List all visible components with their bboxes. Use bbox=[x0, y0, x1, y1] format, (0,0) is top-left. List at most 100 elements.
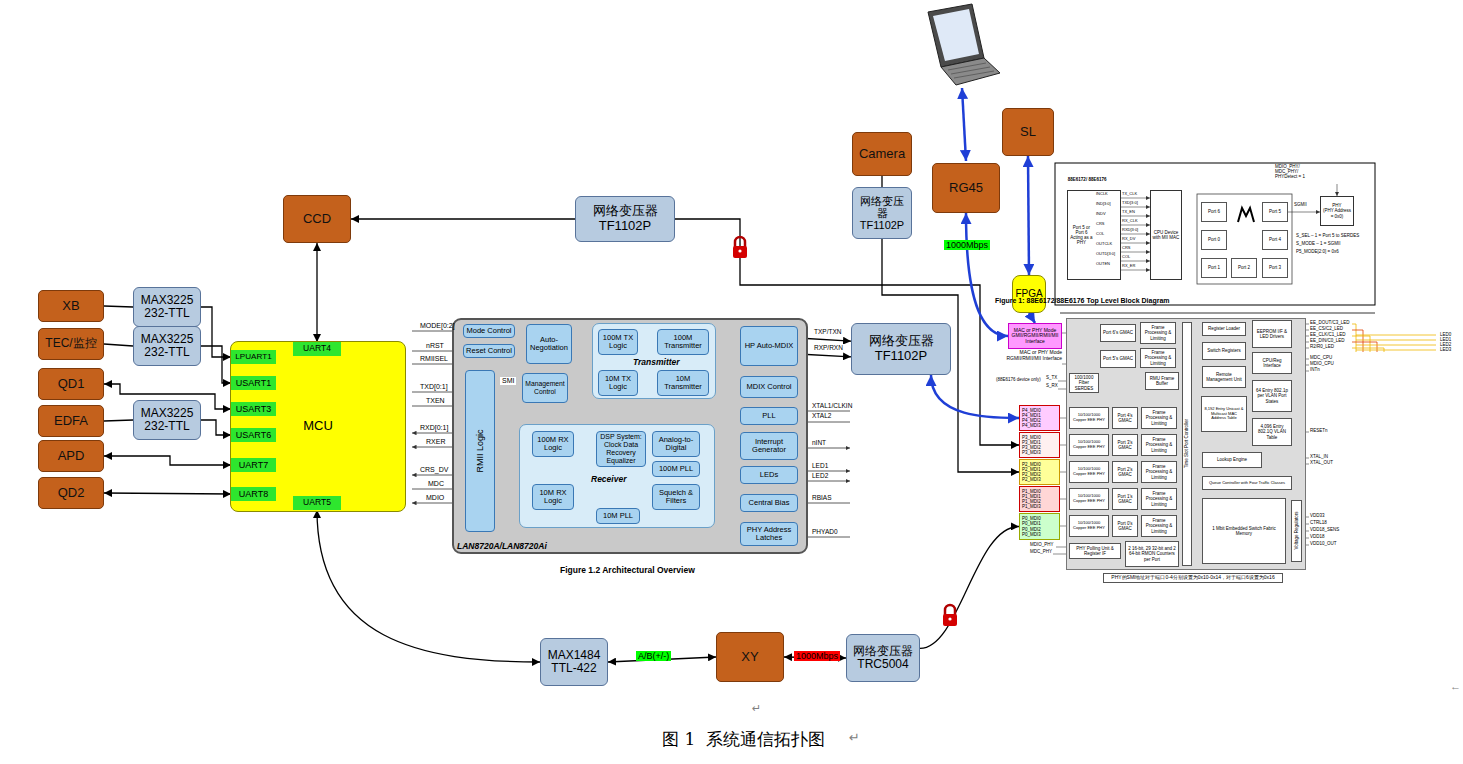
node-text: 网络变压器 TF1102P bbox=[854, 334, 948, 363]
function-block: 100M PLL bbox=[652, 461, 700, 477]
node-text: 100/1000 Fiber SERDES bbox=[1071, 375, 1097, 390]
interface-box: 网络变压器 TF1102P bbox=[852, 187, 912, 239]
node-text: APD bbox=[58, 449, 85, 464]
node-text: P0_MDI1 bbox=[1022, 521, 1041, 526]
node-text: Port 0's GMAC bbox=[1114, 521, 1136, 531]
function-block: 10M PLL bbox=[596, 508, 640, 524]
switch-block: Register Loader bbox=[1202, 322, 1246, 336]
node-text: Port 2 bbox=[1238, 265, 1250, 270]
switch-block: Frame Processing & Limiting bbox=[1140, 322, 1176, 344]
port-tag: UART8 bbox=[231, 487, 276, 501]
node-text: Frame Processing & Limiting bbox=[1143, 491, 1175, 506]
node-text: UART5 bbox=[303, 498, 331, 508]
edge-label: TXP/TXN bbox=[812, 328, 843, 335]
signal-line bbox=[1356, 345, 1436, 346]
interface-box: 网络变压器 TRC5004 bbox=[846, 634, 920, 682]
connector bbox=[104, 456, 231, 465]
node-text: Squelch & Filters bbox=[654, 489, 698, 506]
node-text: P1_MDI2 bbox=[1022, 499, 1041, 504]
switch-block: 100/1000 Fiber SERDES bbox=[1069, 373, 1099, 393]
node-text: USART3 bbox=[236, 404, 271, 414]
function-block: MDIX Control bbox=[740, 376, 798, 398]
device-box: QD1 bbox=[38, 368, 104, 400]
signal-line bbox=[1120, 234, 1150, 235]
node-text: CCD bbox=[303, 212, 331, 227]
node-text: MDIX Control bbox=[746, 383, 791, 391]
node-text: Auto-Negotiation bbox=[528, 336, 570, 353]
node-text: 100M Transmitter bbox=[659, 334, 707, 351]
node-text: P4_MDI0 bbox=[1022, 408, 1041, 413]
node-text: Register Loader bbox=[1208, 326, 1240, 331]
signal-label: CTRL18 bbox=[1310, 521, 1327, 526]
switch-block: Port 0 bbox=[1201, 230, 1227, 250]
device-box: RG45 bbox=[932, 163, 1000, 213]
switch-block: 10/100/1000 Copper EEE PHY bbox=[1069, 488, 1109, 510]
connector bbox=[104, 420, 133, 421]
signal-label: INDV bbox=[1096, 212, 1106, 216]
node-text: PLL bbox=[762, 412, 775, 420]
signal-label: TXEN bbox=[426, 397, 445, 405]
node-text: TEC/监控 bbox=[45, 337, 96, 350]
switch-block: Frame Processing & Limiting bbox=[1141, 461, 1177, 483]
switch-chip: Figure 1: 88E6172/88E6176 Top Level Bloc… bbox=[1066, 318, 1306, 570]
node-text: UART4 bbox=[303, 344, 331, 354]
node-text: Port 3 bbox=[1269, 265, 1281, 270]
signal-line bbox=[1120, 261, 1150, 262]
node-text: MAX1484 TTL-422 bbox=[543, 649, 605, 676]
node-text: 10/100/1000 Copper EEE PHY bbox=[1071, 440, 1107, 449]
signal-label: LED1 bbox=[812, 462, 828, 469]
signal-label: VDD18 bbox=[1310, 535, 1325, 540]
switch-block: Port 2 bbox=[1231, 258, 1257, 278]
node-text: Frame Processing & Limiting bbox=[1142, 350, 1174, 365]
interface-box: MAC or PHY Mode GMII/RGMII/RMII/MII Inte… bbox=[1008, 323, 1062, 349]
inset-frame bbox=[1055, 163, 1375, 305]
chip-box: CPU Device with MII MAC bbox=[1150, 190, 1183, 280]
function-block: Reset Control bbox=[463, 344, 515, 358]
signal-label: RX_CLK bbox=[1122, 219, 1138, 223]
function-block: 10M Transmitter bbox=[657, 370, 709, 396]
figure-caption: 图 1 系统通信拓扑图 bbox=[662, 728, 825, 751]
switch-block: Port 6's GMAC bbox=[1100, 324, 1136, 342]
node-text: 1 Mbit Embedded Switch Fabric Memory bbox=[1204, 526, 1284, 536]
signal-label: R2/R0_LED bbox=[1310, 345, 1334, 350]
node-text: 10M Transmitter bbox=[659, 375, 707, 392]
node-text: Port 5 or Port 6 Acting as a PHY bbox=[1069, 225, 1094, 245]
node-text: P3_MDI0 bbox=[1022, 435, 1041, 440]
signal-label: INTn bbox=[1310, 368, 1320, 373]
signal-label: S_MODE – 1 = SGMII bbox=[1296, 242, 1340, 247]
connector bbox=[104, 306, 133, 307]
signal-label: MDC bbox=[428, 480, 444, 488]
signal-line bbox=[1306, 432, 1309, 433]
node-text: Queue Controller with Four Traffic Class… bbox=[1209, 481, 1285, 486]
pin-group: P4_MDI0P4_MDI1P4_MDI2P4_MDI3 bbox=[1019, 405, 1060, 431]
switch-block: Port 6 bbox=[1201, 202, 1227, 222]
node-text: 100M PLL bbox=[659, 465, 693, 473]
node-text: 10/100/1000 Copper EEE PHY bbox=[1071, 467, 1107, 476]
signal-label: TX_EN bbox=[1122, 210, 1135, 214]
node-text: QD1 bbox=[58, 377, 85, 392]
signal-line bbox=[1306, 524, 1309, 525]
edge-label: A/B(+/-) bbox=[636, 651, 671, 661]
port-tag: UART7 bbox=[231, 458, 276, 472]
signal-label: RESETn bbox=[1310, 429, 1328, 434]
device-box: TEC/监控 bbox=[38, 328, 104, 360]
node-text: CPU Device with MII MAC bbox=[1152, 230, 1181, 240]
connector bbox=[201, 420, 231, 435]
node-text: Port 4's GMAC bbox=[1114, 413, 1136, 423]
signal-label: XTAL1/CLKIN bbox=[812, 402, 852, 409]
device-box: EDFA bbox=[38, 405, 104, 437]
signal-line bbox=[1306, 342, 1309, 343]
signal-label: MDIO_PHY/ MDC_PHY/ PHYDetect = 1 bbox=[1275, 165, 1321, 180]
signal-label: RXD[3:0] bbox=[1122, 228, 1138, 232]
node-text: 网络变压器 TRC5004 bbox=[849, 645, 917, 672]
pin-group: P2_MDI0P2_MDI1P2_MDI2P2_MDI3 bbox=[1019, 459, 1060, 485]
node-text: 网络变压器 TF1102P bbox=[578, 204, 672, 233]
signal-label: MDC_PHY bbox=[1030, 550, 1052, 555]
node-text: UART7 bbox=[239, 460, 268, 470]
switch-block: Port 1 bbox=[1201, 258, 1227, 278]
node-text: P4_MDI1 bbox=[1022, 413, 1041, 418]
node-text: Port 2's GMAC bbox=[1114, 467, 1136, 477]
signal-label: RXER bbox=[426, 438, 445, 446]
switch-block: 4,096 Entry 802.1Q VLAN Table bbox=[1252, 418, 1292, 446]
